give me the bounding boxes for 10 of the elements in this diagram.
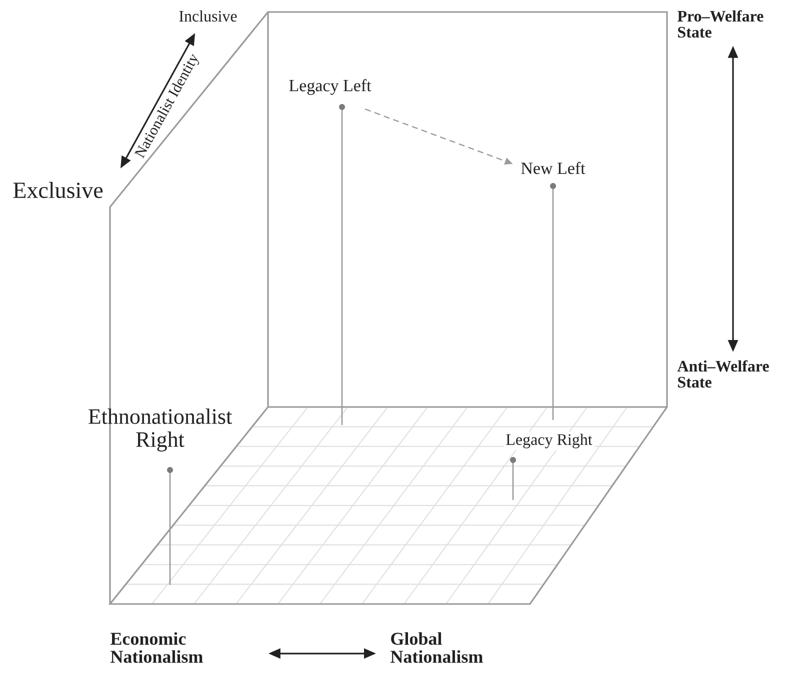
axis-label: Inclusive	[179, 10, 237, 22]
axis-label: Exclusive	[13, 182, 103, 198]
point-label: Ethnonationalist Right	[88, 408, 232, 452]
axis-label: Anti–Welfare State	[677, 360, 769, 388]
point-label: Legacy Left	[289, 79, 372, 95]
axis-label: Pro–Welfare State	[677, 10, 764, 38]
axis-label: Global Nationalism	[390, 632, 483, 663]
point-label: New Left	[521, 162, 586, 174]
axis-label: Economic Nationalism	[110, 632, 203, 663]
point-label: Legacy Right	[504, 432, 594, 450]
